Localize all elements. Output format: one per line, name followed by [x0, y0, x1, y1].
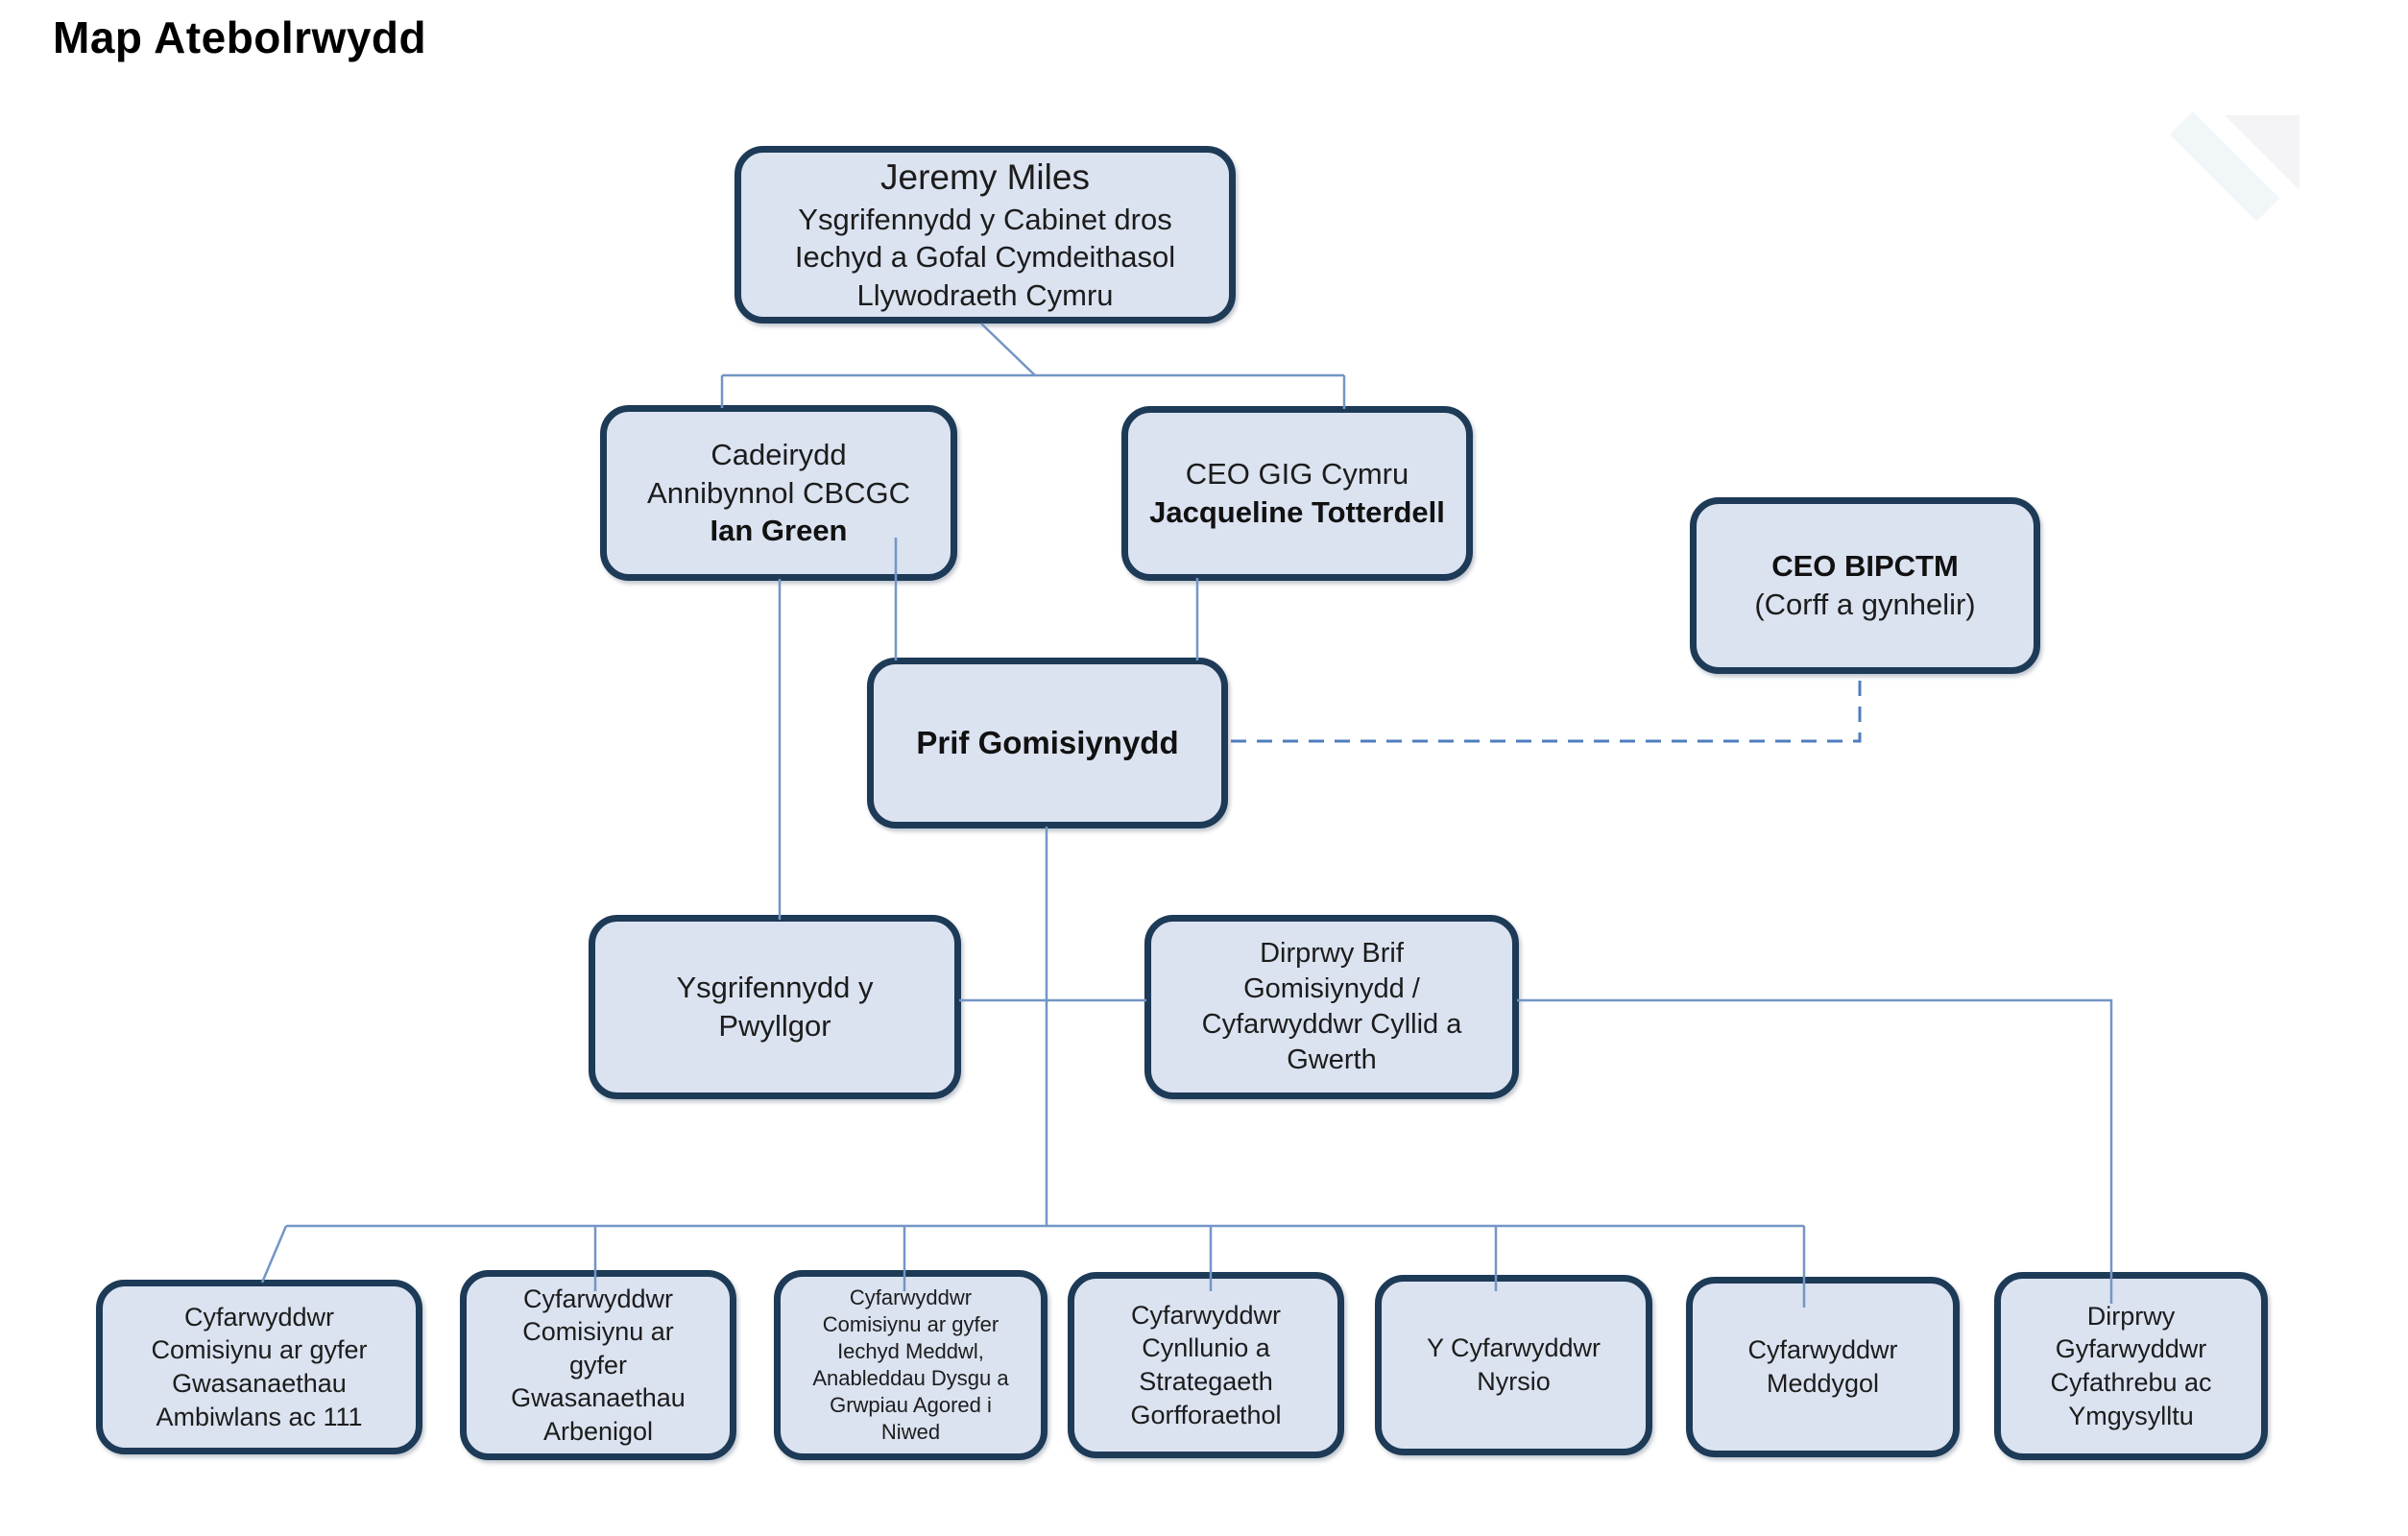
role-line: Grwpiau Agored i — [830, 1393, 992, 1418]
role-line: CEO GIG Cymru — [1185, 457, 1409, 492]
connector-dirprwy-b7 — [1517, 998, 2113, 1304]
role-line: Cyfarwyddwr — [183, 1302, 335, 1332]
role-line: Iechyd a Gofal Cymdeithasol — [794, 240, 1176, 275]
node-cyfarwyddwr-meddygol: Cyfarwyddwr Meddygol — [1686, 1277, 1960, 1457]
role-line: Cyfarwyddwr — [849, 1284, 973, 1309]
role-line: gyfer — [568, 1350, 628, 1380]
node-cadeirydd-annibynnol: Cadeirydd Annibynnol CBCGC Ian Green — [600, 405, 957, 581]
role-line: Comisiynu ar gyfer — [151, 1335, 368, 1365]
node-ysgrifennydd-y-pwyllgor: Ysgrifennydd y Pwyllgor — [589, 915, 961, 1099]
node-cyfarwyddwr-cynllunio-strategaeth: Cyfarwyddwr Cynllunio a Strategaeth Gorf… — [1068, 1272, 1344, 1458]
role-line: Ambiwlans ac 111 — [156, 1402, 363, 1431]
role-line: Cyfarwyddwr Cyllid a — [1201, 1009, 1462, 1040]
role-line: Pwyllgor — [718, 1009, 831, 1043]
watermark-chevron-icon — [2169, 111, 2300, 222]
person-name: Jacqueline Totterdell — [1149, 495, 1445, 529]
role-line: Annibynnol CBCGC — [647, 475, 910, 510]
node-jeremy-miles: Jeremy Miles Ysgrifennydd y Cabinet dros… — [734, 146, 1236, 324]
role-line: Gwasanaethau — [172, 1369, 347, 1398]
role-line: Niwed — [880, 1420, 941, 1445]
person-name: Ian Green — [710, 514, 848, 548]
role-line: Iechyd Meddwl, — [837, 1338, 984, 1363]
role-line: Ymgysylltu — [2068, 1401, 2194, 1430]
role-line: Cyfarwyddwr — [1130, 1300, 1282, 1330]
connector-jeremy-diagonal — [980, 323, 1036, 376]
role-line: Gwerth — [1287, 1044, 1377, 1076]
connector-dashed-prif-bipctm — [1231, 676, 1862, 743]
role-line: Ysgrifennydd y Cabinet dros — [798, 202, 1172, 236]
role-line: Gwasanaethau — [511, 1383, 686, 1413]
role-line: CEO BIPCTM — [1771, 549, 1959, 584]
role-line: Meddygol — [1766, 1369, 1880, 1398]
node-cyfarwyddwr-gwasanaethau-arbenigol: Cyfarwyddwr Comisiynu ar gyfer Gwasanaet… — [460, 1270, 736, 1460]
role-line: Nyrsio — [1477, 1367, 1551, 1396]
watermark-band — [2169, 111, 2280, 222]
role-line: Gorfforaethol — [1130, 1400, 1282, 1429]
person-name: Jeremy Miles — [880, 157, 1090, 198]
node-dirprwy-gyfarwyddwr-cyfathrebu: Dirprwy Gyfarwyddwr Cyfathrebu ac Ymgysy… — [1994, 1272, 2268, 1460]
role-line: Y Cyfarwyddwr — [1426, 1333, 1601, 1363]
role-line: Gomisiynydd / — [1243, 972, 1420, 1004]
node-dirprwy-brif-gomisiynydd: Dirprwy Brif Gomisiynydd / Cyfarwyddwr C… — [1144, 915, 1519, 1099]
role-line: Cyfarwyddwr — [522, 1284, 674, 1313]
role-line: Cyfarwyddwr — [1747, 1335, 1898, 1365]
role-line: Anableddau Dysgu a — [812, 1366, 1009, 1390]
page-title: Map Atebolrwydd — [53, 12, 427, 62]
connector-drop-b1 — [260, 1225, 288, 1284]
role-line: Arbenigol — [542, 1416, 654, 1446]
node-cyfarwyddwr-iechyd-meddwl: Cyfarwyddwr Comisiynu ar gyfer Iechyd Me… — [774, 1270, 1047, 1460]
role-line: Dirprwy — [2086, 1301, 2176, 1331]
role-line: Cadeirydd — [710, 437, 847, 471]
node-prif-gomisiynydd: Prif Gomisiynydd — [867, 658, 1228, 828]
role-line: Ysgrifennydd y — [676, 971, 874, 1005]
role-line: Comisiynu ar — [522, 1317, 674, 1347]
role-line: Dirprwy Brif — [1260, 937, 1404, 969]
node-cyfarwyddwr-nyrsio: Y Cyfarwyddwr Nyrsio — [1375, 1275, 1652, 1455]
role-line: Cyfathrebu ac — [2050, 1368, 2212, 1397]
node-ceo-gig-cymru: CEO GIG Cymru Jacqueline Totterdell — [1121, 406, 1473, 581]
role-line: Llywodraeth Cymru — [856, 278, 1114, 313]
node-cyfarwyddwr-ambiwlans-111: Cyfarwyddwr Comisiynu ar gyfer Gwasanaet… — [96, 1280, 422, 1454]
role-subtitle: (Corff a gynhelir) — [1754, 588, 1976, 621]
role-line: Strategaeth — [1139, 1367, 1273, 1396]
role-line: Gyfarwyddwr — [2055, 1334, 2207, 1364]
role-line: Cynllunio a — [1142, 1333, 1270, 1363]
watermark-triangle — [2225, 115, 2300, 190]
role-line: Prif Gomisiynydd — [916, 724, 1179, 760]
role-line: Comisiynu ar gyfer — [822, 1311, 999, 1336]
node-ceo-bipctm: CEO BIPCTM (Corff a gynhelir) — [1690, 497, 2040, 674]
